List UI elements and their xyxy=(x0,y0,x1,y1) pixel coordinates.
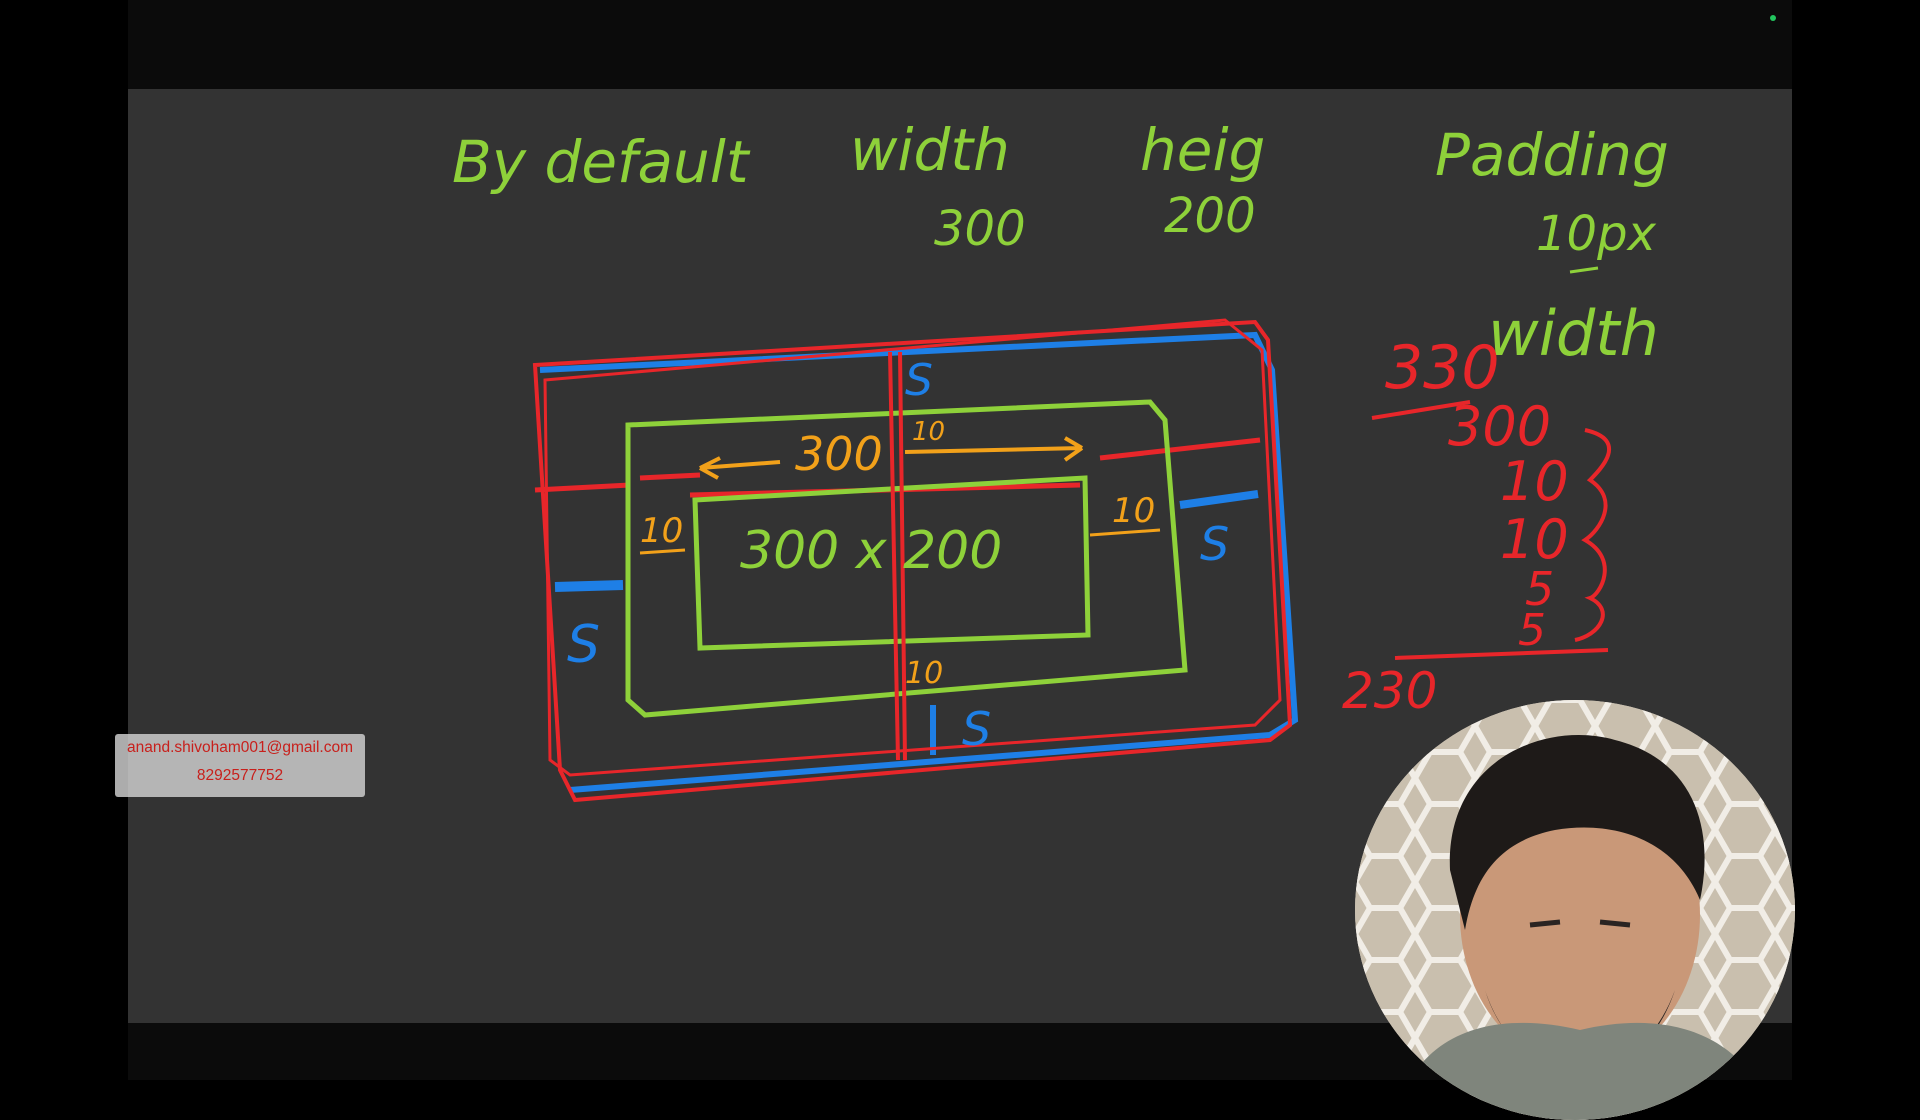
whiteboard-drawing: By default width heig Padding 300 200 10… xyxy=(452,116,1669,803)
calc-term-5: 5 xyxy=(1518,605,1546,656)
presenter-webcam xyxy=(1355,700,1795,1120)
margin-right-mark xyxy=(1179,490,1259,509)
heading-height: heig xyxy=(1140,116,1265,184)
outer-box-red-inner xyxy=(543,318,1282,777)
label-bottom-margin: S xyxy=(962,702,991,756)
presenter-avatar-icon xyxy=(1355,700,1795,1120)
label-left-padding: 10 xyxy=(640,511,683,551)
value-width: 300 xyxy=(934,201,1026,257)
watermark-email: anand.shivoham001@gmail.com xyxy=(127,739,353,756)
value-height: 200 xyxy=(1164,188,1256,244)
arrow-left-icon xyxy=(699,456,781,480)
label-content-size: 300 x 200 xyxy=(740,521,1002,581)
orange-marks xyxy=(639,528,1161,555)
content-box-green xyxy=(692,475,1091,651)
calc-term-3: 10 xyxy=(1500,508,1569,571)
top-bar xyxy=(128,0,1792,89)
calc-brace-icon xyxy=(1574,428,1611,642)
calc-term-1: 300 xyxy=(1448,395,1551,458)
label-right-margin: S xyxy=(1200,517,1229,571)
underline-mark xyxy=(1569,266,1599,274)
value-padding: 10px xyxy=(1536,206,1657,262)
label-top-margin: S xyxy=(905,355,933,406)
label-top-padding: 10 xyxy=(912,417,945,447)
arrow-right-icon xyxy=(904,436,1084,462)
margin-left-mark xyxy=(554,580,624,592)
watermark-phone: 8292577752 xyxy=(196,767,284,784)
side-label-width: width xyxy=(1488,297,1659,370)
video-frame xyxy=(128,0,1792,1080)
calc-total: 330 xyxy=(1385,333,1500,403)
calc-term-2: 10 xyxy=(1500,450,1569,513)
heading-width: width xyxy=(850,116,1010,184)
heading-padding: Padding xyxy=(1435,121,1669,189)
label-bottom-padding: 10 xyxy=(905,656,943,691)
label-arrow-width: 300 xyxy=(795,427,883,481)
label-left-margin: S xyxy=(567,615,600,675)
calc-term-4: 5 xyxy=(1525,562,1554,616)
heading-by-default: By default xyxy=(452,128,751,196)
label-right-padding: 10 xyxy=(1112,491,1155,531)
center-divider xyxy=(888,351,907,761)
outer-box-red xyxy=(532,319,1293,803)
calc-result: 230 xyxy=(1342,662,1437,720)
status-dot-icon xyxy=(1770,15,1776,21)
contact-watermark: anand.shivoham001@gmail.com 8292577752 xyxy=(115,734,365,797)
margin-outline xyxy=(539,331,1299,793)
calc-rules xyxy=(1371,400,1609,660)
border-box-green xyxy=(625,399,1188,718)
red-horizontal-lines xyxy=(534,437,1261,493)
